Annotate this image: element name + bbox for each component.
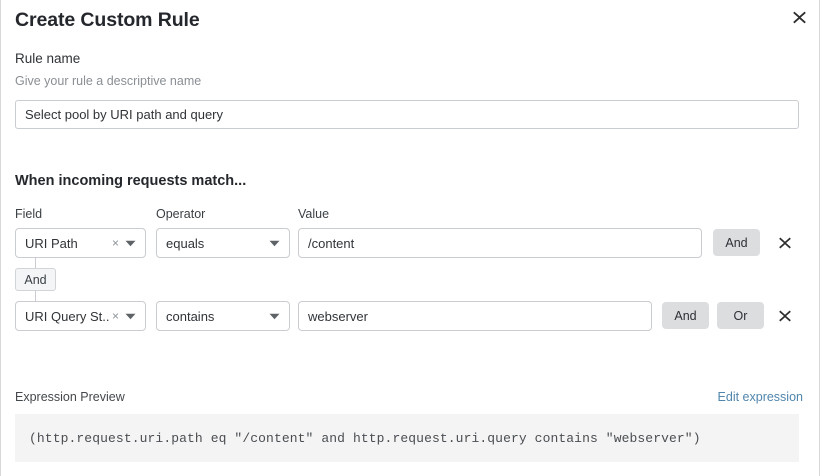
column-header-value: Value <box>298 207 330 221</box>
expression-preview-label: Expression Preview <box>15 390 125 404</box>
chevron-down-icon[interactable] <box>269 313 280 320</box>
close-icon <box>792 11 806 24</box>
chevron-down-icon[interactable] <box>125 313 136 320</box>
operator-select-2[interactable]: contains <box>156 301 290 331</box>
close-icon <box>779 310 791 322</box>
match-section-heading: When incoming requests match... <box>15 173 247 189</box>
expression-preview-text: (http.request.uri.path eq "/content" and… <box>29 430 701 446</box>
chevron-down-icon[interactable] <box>125 240 136 247</box>
field-select-2[interactable]: URI Query St... × <box>15 301 146 331</box>
clear-field-icon[interactable]: × <box>111 235 119 250</box>
and-button-2[interactable]: And <box>662 302 709 329</box>
column-header-operator: Operator <box>156 207 206 221</box>
chevron-down-icon[interactable] <box>269 240 280 247</box>
connector-line-top <box>35 258 36 268</box>
delete-condition-button-1[interactable] <box>775 228 795 258</box>
condition-row: URI Path × equals And <box>1 228 819 258</box>
rule-name-label: Rule name <box>15 51 81 66</box>
group-connector-and[interactable]: And <box>15 268 56 291</box>
operator-select-2-value: contains <box>166 308 215 324</box>
delete-condition-button-2[interactable] <box>775 301 795 331</box>
edit-expression-link[interactable]: Edit expression <box>717 390 803 404</box>
field-select-2-value: URI Query St... <box>25 308 110 324</box>
close-dialog-button[interactable] <box>788 6 810 28</box>
rule-name-input[interactable] <box>15 100 799 129</box>
expression-preview-box: (http.request.uri.path eq "/content" and… <box>15 414 799 462</box>
column-header-field: Field <box>15 207 43 221</box>
field-select-1[interactable]: URI Path × <box>15 228 146 258</box>
condition-row: URI Query St... × contains And Or <box>1 301 819 331</box>
close-icon <box>779 237 791 249</box>
clear-field-icon[interactable]: × <box>111 308 119 323</box>
value-input-1[interactable] <box>298 228 702 258</box>
operator-select-1[interactable]: equals <box>156 228 290 258</box>
value-input-2[interactable] <box>298 301 652 331</box>
field-select-1-value: URI Path <box>25 235 78 251</box>
and-button-1[interactable]: And <box>713 229 760 256</box>
rule-name-hint: Give your rule a descriptive name <box>15 74 202 88</box>
operator-select-1-value: equals <box>166 235 205 251</box>
connector-line-bottom <box>35 291 36 301</box>
or-button-2[interactable]: Or <box>717 302 764 329</box>
page-title: Create Custom Rule <box>15 9 200 31</box>
